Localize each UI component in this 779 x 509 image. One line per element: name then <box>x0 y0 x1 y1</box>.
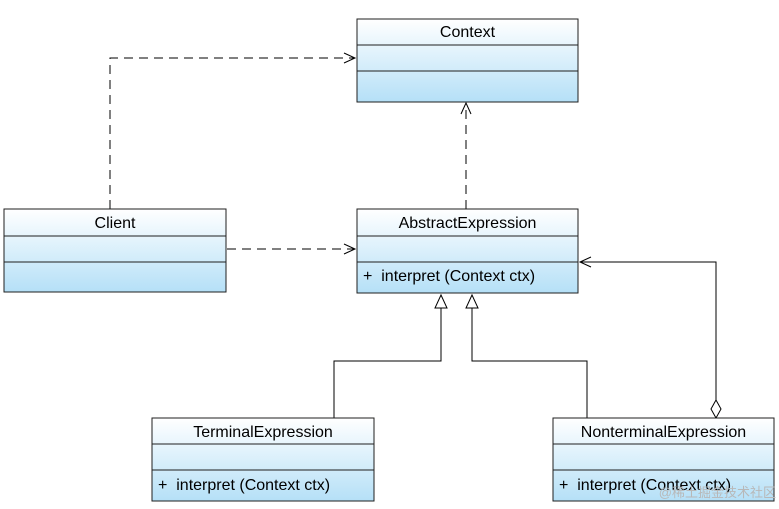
open-arrow-icon <box>343 243 357 255</box>
generalization-nonterminal <box>465 293 588 418</box>
class-nonterminal-expression[interactable]: NonterminalExpression + interpret (Conte… <box>552 417 775 502</box>
aggregation-nonterminal-abstract <box>578 256 722 420</box>
dependency-client-context <box>109 52 357 209</box>
class-abstract-expression[interactable]: AbstractExpression + interpret (Context … <box>356 208 579 294</box>
connectors <box>109 52 722 420</box>
operation: + interpret (Context ctx) <box>559 477 731 494</box>
dependency-client-abstract <box>227 243 357 255</box>
open-arrow-icon <box>343 52 357 64</box>
class-name: Client <box>95 215 136 232</box>
class-name: NonterminalExpression <box>581 424 746 441</box>
hollow-triangle-icon <box>465 293 479 309</box>
hollow-triangle-icon <box>434 293 448 309</box>
watermark-text: @稀土掘金技术社区 <box>659 485 776 500</box>
class-context[interactable]: Context <box>356 18 579 103</box>
hollow-diamond-icon <box>710 398 722 420</box>
operation: + interpret (Context ctx) <box>363 268 535 285</box>
dependency-abstract-context <box>460 101 472 209</box>
class-client[interactable]: Client <box>3 208 227 293</box>
class-name: TerminalExpression <box>193 424 333 441</box>
class-name: Context <box>440 24 496 41</box>
open-arrow-icon <box>578 256 592 268</box>
class-name: AbstractExpression <box>399 215 537 232</box>
class-terminal-expression[interactable]: TerminalExpression + interpret (Context … <box>151 417 375 502</box>
open-arrow-icon <box>460 101 472 115</box>
operation: + interpret (Context ctx) <box>158 477 330 494</box>
generalization-terminal <box>333 293 448 418</box>
